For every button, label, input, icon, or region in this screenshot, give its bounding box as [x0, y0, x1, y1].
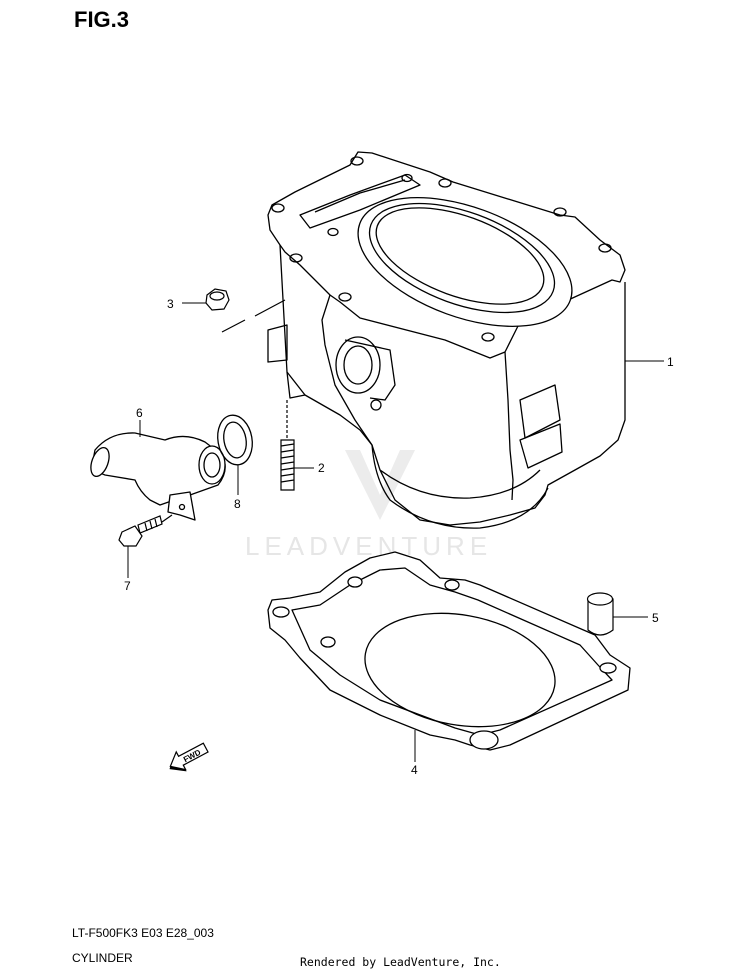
- figure-title: FIG.3: [74, 7, 130, 32]
- callout-8[interactable]: 8: [234, 497, 241, 511]
- watermark: LEADVENTURE: [245, 450, 492, 561]
- watermark-text: LEADVENTURE: [245, 531, 492, 561]
- callout-3[interactable]: 3: [167, 297, 174, 311]
- o-ring-part[interactable]: [214, 412, 256, 467]
- forward-arrow-icon: FWD: [169, 742, 209, 772]
- diagram-caption: CYLINDER: [72, 951, 133, 965]
- dowel-pin-part[interactable]: [586, 592, 614, 636]
- cylinder-part[interactable]: [267, 151, 626, 529]
- callout-1[interactable]: 1: [667, 355, 674, 369]
- callout-5[interactable]: 5: [652, 611, 659, 625]
- callout-2[interactable]: 2: [318, 461, 325, 475]
- callout-7[interactable]: 7: [124, 579, 131, 593]
- gasket-part[interactable]: [267, 551, 631, 751]
- stud-part[interactable]: [280, 400, 295, 491]
- rendered-by-credit: Rendered by LeadVenture, Inc.: [300, 955, 501, 969]
- bolt-part[interactable]: [118, 514, 173, 547]
- nut-part[interactable]: [205, 288, 286, 333]
- model-code: LT-F500FK3 E03 E28_003: [72, 926, 214, 940]
- water-inlet-pipe-part[interactable]: [87, 432, 226, 521]
- leader-lines: [127, 302, 664, 762]
- callout-4[interactable]: 4: [411, 763, 418, 777]
- callout-6[interactable]: 6: [136, 406, 143, 420]
- callouts: 1 2 3 4 5 6 7 8: [124, 297, 674, 777]
